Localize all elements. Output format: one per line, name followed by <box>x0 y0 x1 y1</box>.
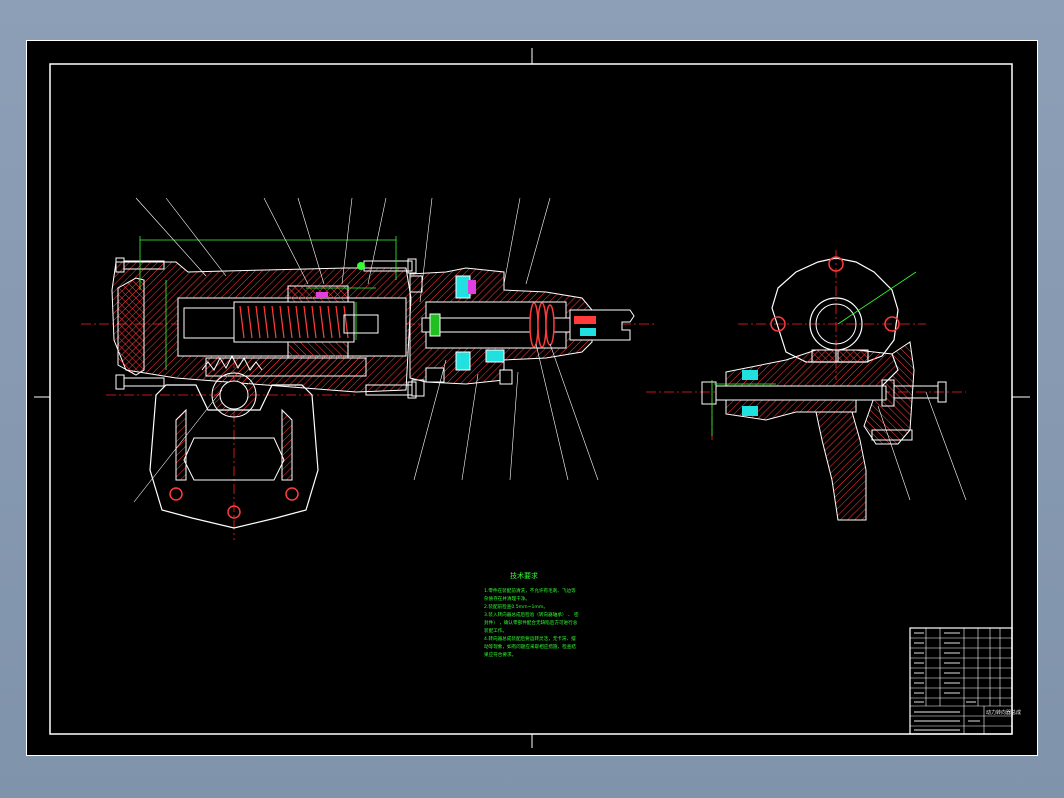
requirement-line: 封件） ，确认零部件配合无缺陷后方可进行总 <box>484 619 578 626</box>
requirement-line: 1.零件在装配前清洗，不允许有毛刺、飞边等 <box>484 587 576 594</box>
requirements-title: 技术要求 <box>510 571 538 580</box>
requirement-line: 2.装配前检查0.5mm~1mm。 <box>484 603 548 610</box>
requirement-line: 4.转向器总成装配后要运转灵活，无卡滞、摆 <box>484 635 576 642</box>
cad-drawing-canvas[interactable]: 技术要求 1.零件在装配前清洗，不允许有毛刺、飞边等 杂质存在并清理干净。 2.… <box>26 40 1038 756</box>
requirement-line: 杂质存在并清理干净。 <box>484 595 530 602</box>
requirement-line: 装配工作。 <box>484 627 507 634</box>
main-section-view <box>81 197 656 540</box>
drawing-name: 动力转向器总成 <box>986 709 1021 716</box>
centering-marks <box>34 48 1030 748</box>
inner-frame <box>49 63 1013 735</box>
requirement-line: 果应符合要求。 <box>484 651 516 658</box>
requirement-line: 动等现象，如有问题应采取相应措施，检查结 <box>484 643 576 650</box>
title-block <box>909 627 1013 735</box>
drawing-sheet: 技术要求 1.零件在装配前清洗，不允许有毛刺、飞边等 杂质存在并清理干净。 2.… <box>26 40 1038 756</box>
technical-requirements: 技术要求 1.零件在装配前清洗，不允许有毛刺、飞边等 杂质存在并清理干净。 2.… <box>484 571 579 658</box>
side-view <box>646 250 967 521</box>
outer-frame <box>26 40 1038 756</box>
requirement-line: 3.装入转向器总成后检验（转向器轴承） 、 密 <box>484 611 579 618</box>
